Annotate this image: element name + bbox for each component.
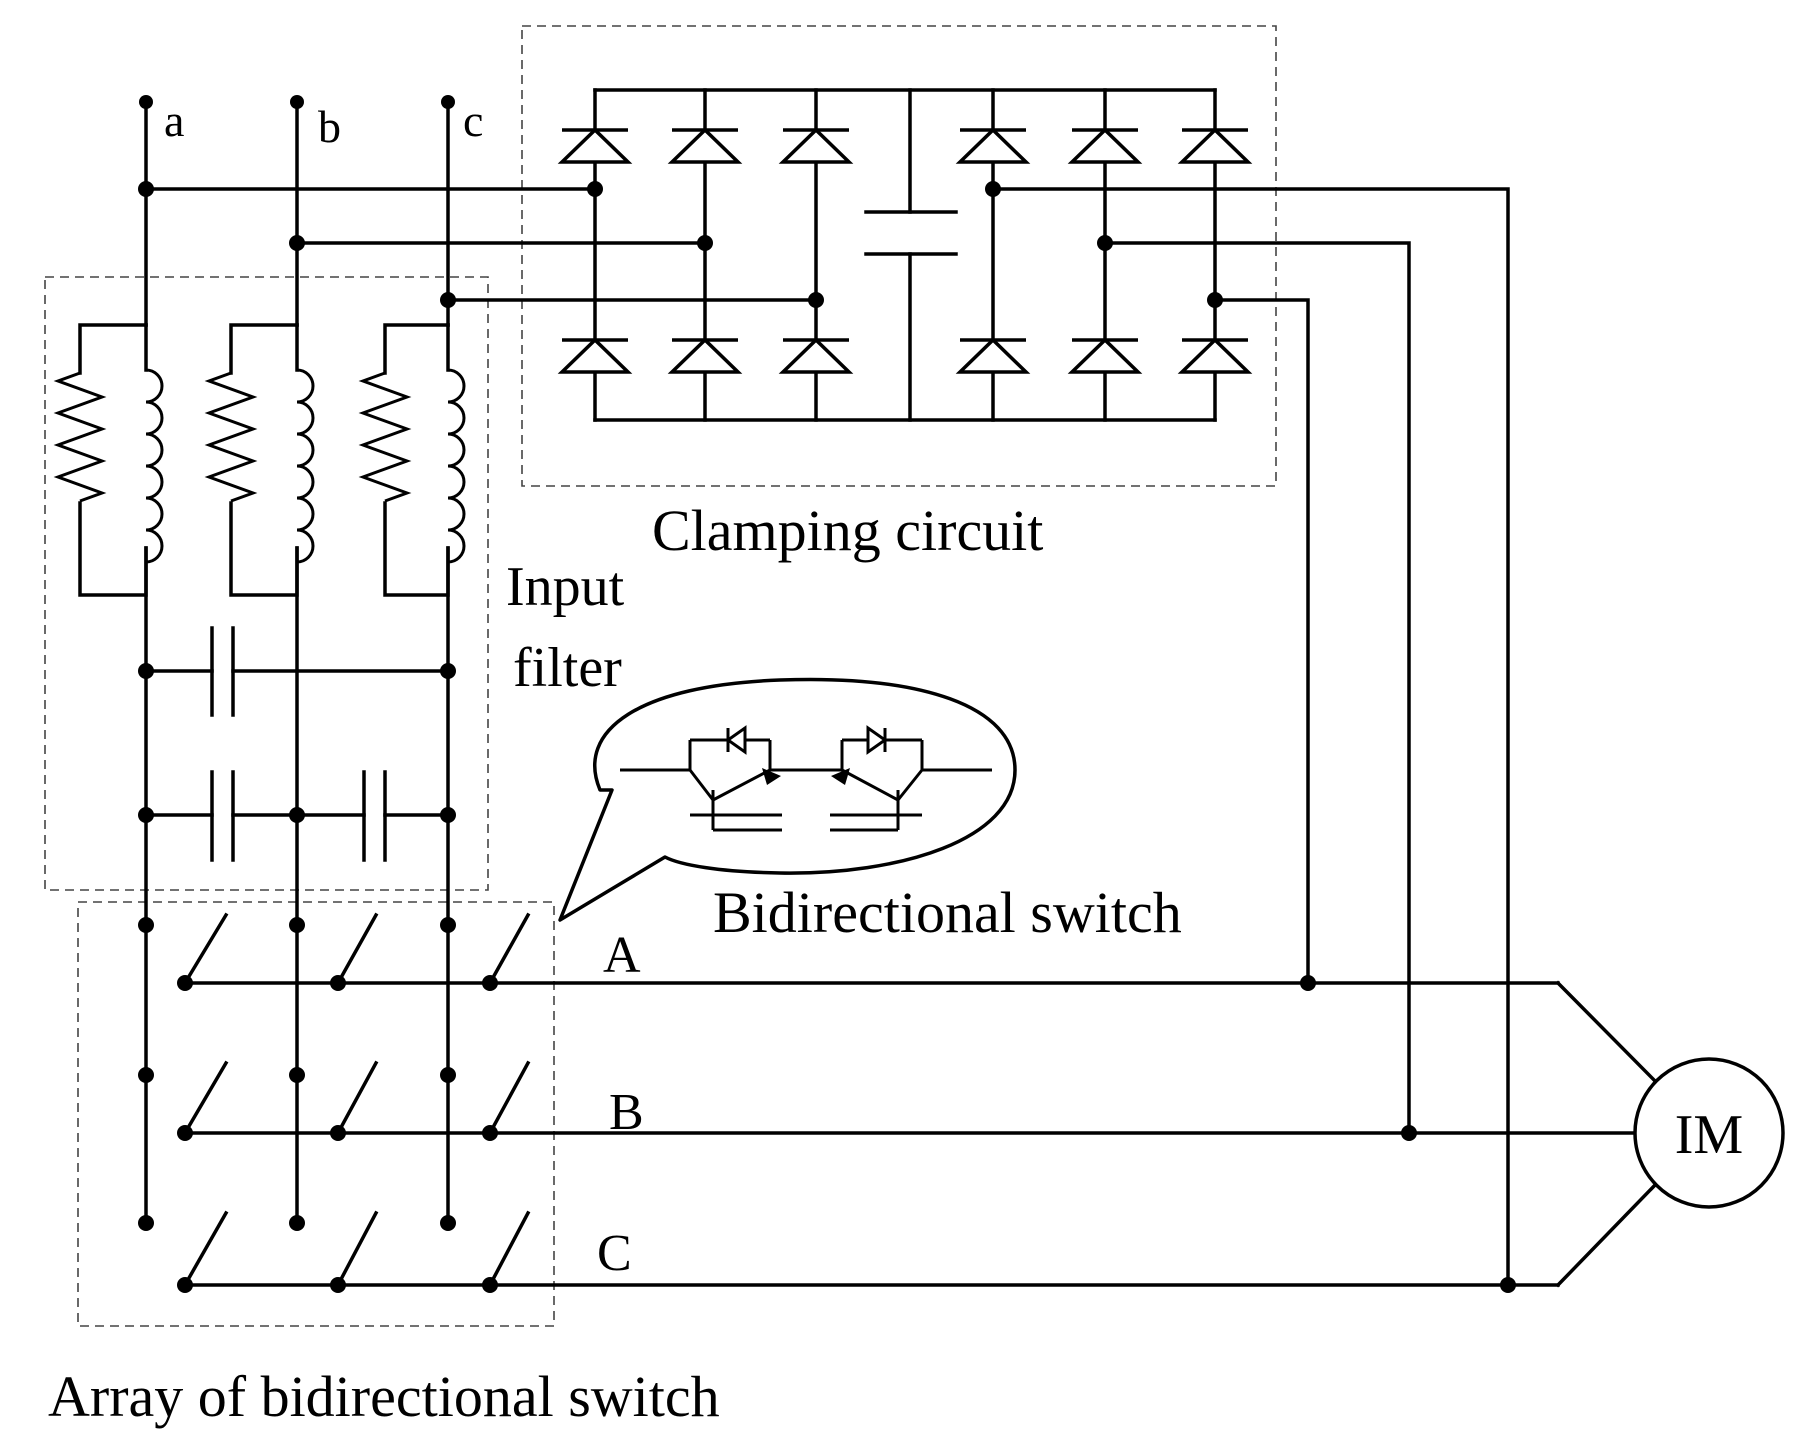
filter-capacitor-bc: [295, 770, 456, 862]
filter-branch-a: [53, 323, 164, 597]
bidirectional-switch-label: Bidirectional switch: [713, 880, 1182, 945]
switch-array-label: Array of bidirectional switch: [48, 1364, 720, 1429]
filter-branch-b: [204, 323, 315, 597]
clamping-circuit-box: [521, 25, 1277, 487]
clamp-output-links: [985, 181, 1516, 1293]
filter-capacitor-ab: [138, 770, 305, 862]
output-label-A: A: [603, 927, 641, 984]
switch-row-C: [138, 1210, 531, 1293]
input-filter-label-line2: filter: [513, 637, 622, 699]
input-label-c: c: [463, 95, 483, 146]
input-rails: [144, 100, 450, 1225]
input-label-a: a: [164, 95, 184, 146]
filter-capacitor-ac: [138, 626, 456, 717]
clamping-diodes: [557, 127, 1253, 374]
clamping-circuit-label: Clamping circuit: [652, 498, 1043, 563]
filter-branch-c: [358, 323, 466, 597]
output-label-C: C: [597, 1225, 632, 1282]
output-label-B: B: [609, 1084, 644, 1141]
switch-array-box: [77, 901, 555, 1327]
input-label-b: b: [318, 101, 341, 152]
input-filter-box: [44, 276, 489, 891]
motor-label: IM: [1675, 1104, 1743, 1166]
switch-row-A: [138, 912, 531, 991]
induction-motor: [1555, 980, 1785, 1288]
input-filter-label-line1: Input: [506, 556, 625, 618]
switch-array: [183, 981, 1635, 1287]
bidirectional-switch-symbol: [620, 725, 992, 832]
switch-row-B: [138, 1060, 531, 1141]
clamp-input-links: [138, 181, 824, 308]
